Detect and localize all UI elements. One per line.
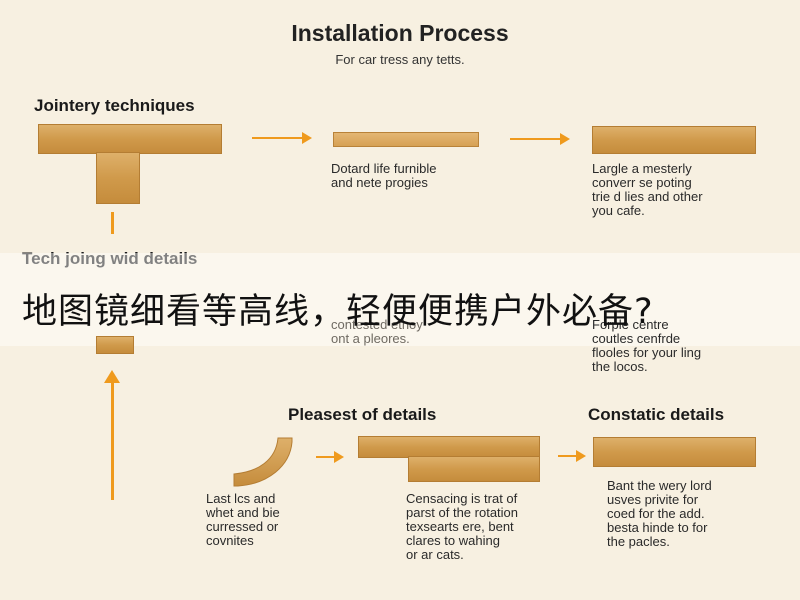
section-2-step-3-description: Forple centre coutles cenfrde flooles fo… [592, 317, 702, 374]
section-heading-tech: Tech joing wid details [22, 249, 198, 268]
curved-joint-illustration [233, 437, 293, 487]
board-final [593, 437, 756, 467]
arrow-right-1 [252, 132, 312, 144]
section-heading-constatic: Constatic details [588, 405, 725, 424]
step-3-description: Largle a mesterly converr se poting trie… [592, 161, 703, 218]
section-heading-pleasest: Pleasest of details [288, 405, 437, 424]
section-heading-jointery: Jointery techniques [34, 96, 195, 115]
corner-joint-top-board [358, 436, 540, 458]
corner-joint-lower-board [408, 456, 540, 482]
t-joint-top-board [38, 124, 222, 154]
overlay-banner [0, 253, 800, 346]
arrow-right-4 [558, 450, 586, 462]
step-2-description: Dotard life furnible and nete progies [331, 161, 437, 190]
stem-board-lower [96, 336, 134, 354]
vertical-connector-top [111, 212, 114, 234]
section-2-step-2-description: contested ethoy ont a pleores. [331, 317, 423, 346]
arrow-right-3 [316, 451, 344, 463]
board-step-2 [333, 132, 479, 147]
page-title: Installation Process [291, 20, 509, 46]
page-subtitle: For car tress any tetts. [335, 52, 465, 67]
arrow-up-head [104, 370, 120, 383]
section-3-step-3-description: Bant the wery lord usves privite for coe… [607, 478, 712, 549]
corner-joint-illustration [358, 436, 540, 482]
board-step-3 [592, 126, 756, 154]
section-3-step-1-description: Last lcs and whet and bie curressed or c… [206, 491, 280, 548]
arrow-right-2 [510, 133, 570, 145]
t-joint-illustration [38, 124, 222, 204]
t-joint-stem-board [96, 152, 140, 204]
section-3-step-2-description: Censacing is trat of parst of the rotati… [406, 491, 519, 562]
overlay-banner-text: 地图镜细看等高线，轻便便携户外必备? [22, 292, 654, 332]
vertical-connector-bottom [111, 382, 114, 500]
